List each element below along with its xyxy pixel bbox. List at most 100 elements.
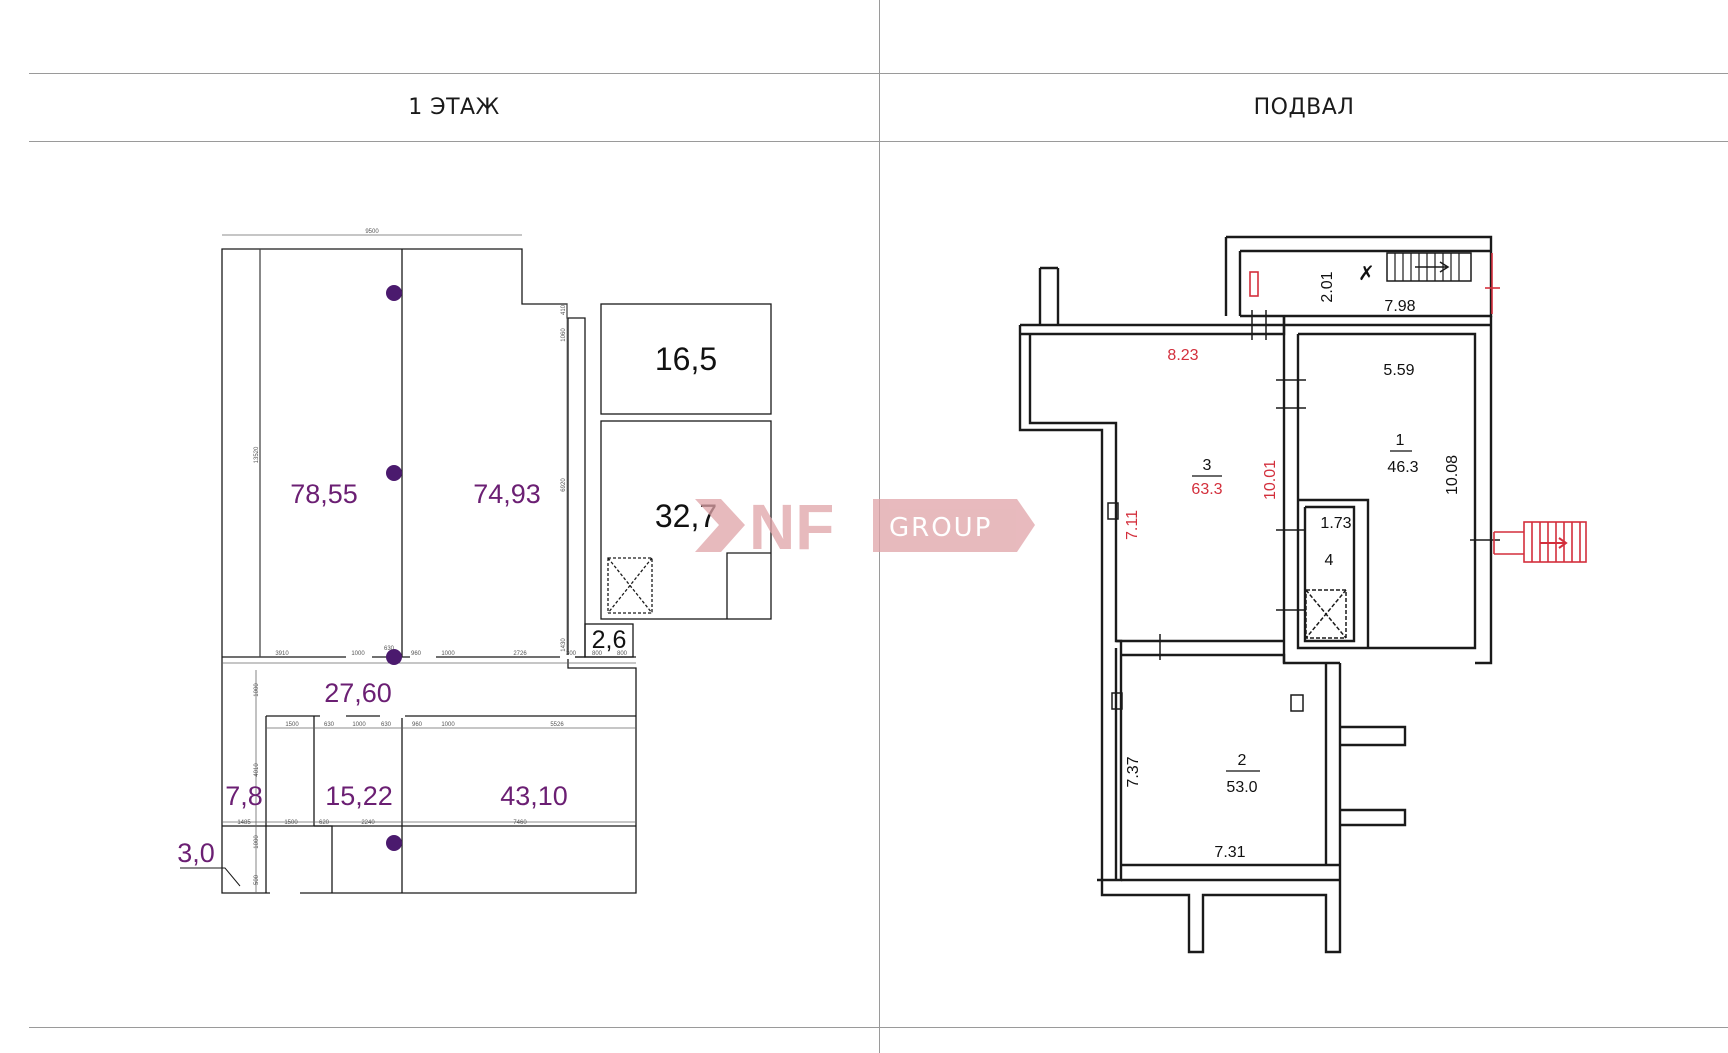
shaft-diagonal (607, 557, 653, 614)
stair-arrow (1415, 261, 1450, 273)
area-label: 27,60 (324, 678, 392, 708)
room-number: 4 (1325, 552, 1334, 569)
floor1-dimension-labels: 9500 13520 6920 1060 410 1430 3910 1000 … (237, 229, 627, 885)
wall-niche (1111, 692, 1123, 710)
dim-label: 1000 (254, 683, 260, 697)
dim-label: 6920 (561, 478, 567, 492)
basement-red-stair (1249, 253, 1587, 563)
dim-label: 300 (566, 651, 577, 657)
area-label: 32,7 (655, 498, 717, 534)
dim-label: 5526 (550, 722, 564, 728)
room-2-6-outline (584, 623, 634, 658)
dim-label: 13520 (254, 446, 260, 463)
wall-stair-block (1224, 235, 1493, 318)
divider-header-bottom (29, 141, 1728, 142)
floor1-title: 1 ЭТАЖ (408, 94, 500, 120)
dim-label: 630 (381, 722, 392, 728)
dim-label: 7460 (513, 820, 527, 826)
dim-label: 3910 (275, 651, 289, 657)
elevator-shaft (607, 557, 653, 614)
dim-label: 1000 (441, 722, 455, 728)
dim-label: 630 (324, 722, 335, 728)
dim-label: 1500 (284, 820, 298, 826)
floor1-plan (221, 234, 772, 895)
wall-small-room (314, 825, 333, 893)
basement-plan (1018, 235, 1493, 954)
dim-label: 7.31 (1214, 844, 1245, 861)
dim-label: 500 (254, 874, 260, 885)
basement-title: ПОДВАЛ (1253, 94, 1355, 120)
dim-label-red: 10.01 (1262, 460, 1279, 500)
dim-label: 4010 (254, 763, 260, 777)
wall-room-1 (1282, 316, 1493, 665)
floor1-outline (221, 248, 637, 894)
dim-label-red: 7.11 (1124, 510, 1141, 540)
wall-right-bumps (1340, 725, 1407, 827)
room-area: 53.0 (1226, 779, 1257, 796)
arrow-glyph: ✗ (1358, 261, 1375, 285)
dim-label: 5.59 (1383, 362, 1414, 379)
door-openings (270, 655, 575, 895)
room-number: 3 (1203, 457, 1212, 474)
stair-top (1386, 252, 1472, 282)
area-label: 7,8 (225, 781, 263, 811)
column-marker (386, 285, 402, 301)
dimension-lines (222, 234, 636, 893)
dim-label: 1000 (254, 835, 260, 849)
leader-line-3-0 (180, 867, 241, 887)
dim-label: 1000 (352, 722, 366, 728)
dim-label: 960 (411, 651, 422, 657)
dim-label: 1000 (441, 651, 455, 657)
room-32-7-niche (726, 552, 771, 619)
wall-niche (1107, 502, 1119, 520)
stair-right (1523, 521, 1587, 563)
dim-label: 1430 (561, 638, 567, 652)
shaft-room-4 (1305, 589, 1347, 639)
area-label: 2,6 (592, 626, 627, 654)
red-marker (1249, 271, 1259, 297)
dim-label: 1.73 (1320, 515, 1351, 532)
room-area: 63.3 (1191, 481, 1222, 498)
column-marker (386, 649, 402, 665)
room-area: 46.3 (1387, 459, 1418, 476)
divider-top (29, 73, 1728, 74)
dim-label: 10.08 (1444, 455, 1461, 495)
column-marker (386, 465, 402, 481)
wall-room-3-2 (1114, 639, 1340, 882)
dim-label: 960 (412, 722, 423, 728)
basement-labels: 1 46.3 2 53.0 3 63.3 4 2.01 7.98 5.59 10… (1124, 271, 1461, 861)
area-label: 3,0 (177, 838, 215, 868)
area-label: 16,5 (655, 341, 717, 377)
dim-label: 630 (384, 646, 395, 652)
floor1-columns (386, 285, 402, 851)
room-number: 1 (1396, 432, 1405, 449)
dim-label: 410 (561, 304, 567, 315)
fixture (1290, 694, 1304, 712)
wall-room-4 (1298, 498, 1370, 648)
area-label: 78,55 (290, 479, 358, 509)
dim-label: 1485 (237, 820, 251, 826)
dim-label: 1000 (351, 651, 365, 657)
dim-label: 7.37 (1125, 756, 1142, 787)
dim-label: 1060 (561, 328, 567, 342)
stair-arrow-red (1540, 537, 1568, 549)
wall-outer (1018, 316, 1491, 954)
dim-label: 800 (592, 651, 603, 657)
dim-label: 9500 (365, 229, 379, 235)
dim-label: 2240 (361, 820, 375, 826)
dim-label: 1500 (285, 722, 299, 728)
dim-label: 800 (617, 651, 628, 657)
room-32-7-outline (600, 420, 772, 620)
dim-label-red: 8.23 (1167, 347, 1198, 364)
wall-left-stub (1038, 266, 1060, 325)
area-label: 74,93 (473, 479, 541, 509)
dim-label: 2726 (513, 651, 527, 657)
dim-label: 2.01 (1319, 271, 1336, 302)
room-number: 2 (1238, 752, 1247, 769)
divider-bottom (29, 1027, 1728, 1028)
area-label: 15,22 (325, 781, 393, 811)
basement-details (1107, 252, 1500, 712)
dim-label: 7.98 (1384, 298, 1415, 315)
area-label: 43,10 (500, 781, 568, 811)
